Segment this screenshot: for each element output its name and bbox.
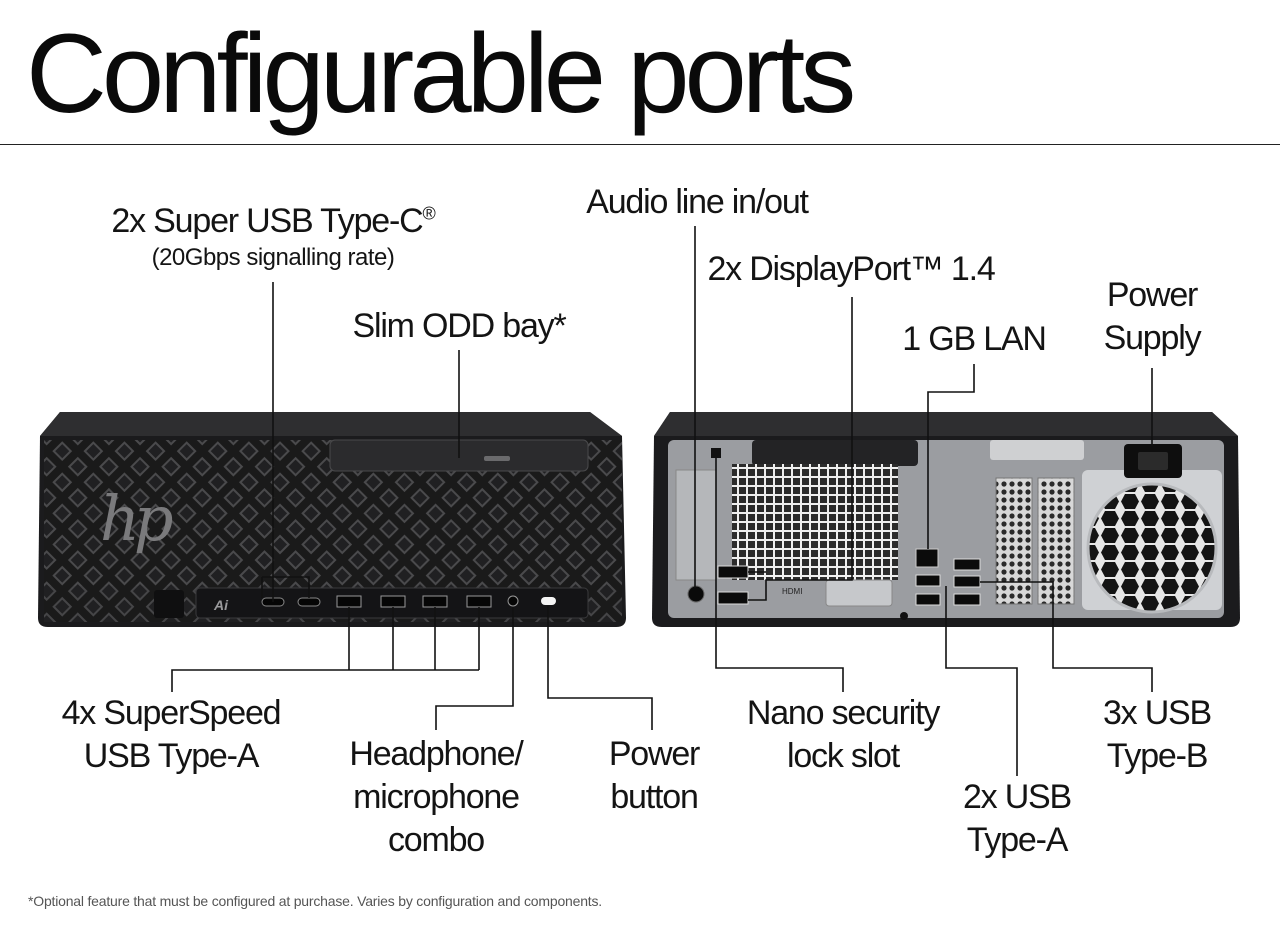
rear-usb-b-3 (953, 593, 981, 606)
displayport-1 (717, 565, 749, 579)
front-usb-c-port-2 (297, 597, 321, 607)
rear-usb-a-2 (915, 593, 941, 606)
label-power-supply: Power Supply (1103, 276, 1202, 357)
label-rear-usb-b: 3x USB Type-B (1102, 694, 1212, 775)
expansion-slot-2 (1037, 477, 1075, 605)
rear-lan-port (915, 548, 939, 568)
label-rear-usb-a: 2x USB Type-A (962, 778, 1072, 859)
page-title: Configurable ports (26, 11, 856, 136)
front-audio-jack (507, 595, 519, 607)
label-front-usb-c: 2x Super USB Type-C® (20Gbps signalling … (100, 200, 446, 273)
svg-text:hp: hp (100, 482, 173, 555)
footnote: *Optional feature that must be configure… (28, 893, 602, 909)
rear-hdmi-label: HDMI (782, 587, 802, 596)
label-front-usb-a: 4x SuperSpeed USB Type-A (61, 694, 282, 775)
front-usb-a-port-3 (422, 595, 448, 608)
label-displayport: 2x DisplayPort™ 1.4 (707, 250, 995, 288)
rear-vent (732, 464, 898, 580)
label-security-slot: Nano security lock slot (746, 694, 940, 775)
front-power-button (541, 597, 556, 605)
expansion-slot-1 (995, 477, 1033, 605)
label-front-usb-c-rate: (20Gbps signalling rate) (151, 244, 395, 271)
label-power-button: Power button (608, 735, 701, 816)
label-audio-line: Audio line in/out (586, 183, 809, 221)
displayport-2 (717, 591, 749, 605)
front-chassis: hp Ai (38, 412, 626, 627)
rear-usb-b-1 (953, 558, 981, 571)
front-card-slot (154, 590, 184, 618)
hp-logo: hp (100, 482, 179, 555)
psu-fan (1086, 482, 1218, 614)
front-usb-a-port-1 (336, 595, 362, 608)
rear-chassis: HDMI (652, 412, 1240, 627)
rear-usb-a-1 (915, 574, 941, 587)
odd-eject-slot (484, 456, 510, 461)
front-usb-a-port-2 (380, 595, 406, 608)
label-odd-bay: Slim ODD bay* (352, 307, 566, 345)
front-ai-badge: Ai (213, 597, 229, 613)
label-headphone-combo: Headphone/ microphone combo (349, 735, 523, 859)
rear-audio-jack (687, 585, 705, 603)
leader-lines (171, 226, 1153, 776)
label-lan: 1 GB LAN (902, 320, 1047, 358)
front-usb-a-port-4 (466, 595, 492, 608)
security-slot (711, 448, 721, 458)
title-divider (0, 144, 1280, 145)
rear-usb-b-2 (953, 575, 981, 588)
